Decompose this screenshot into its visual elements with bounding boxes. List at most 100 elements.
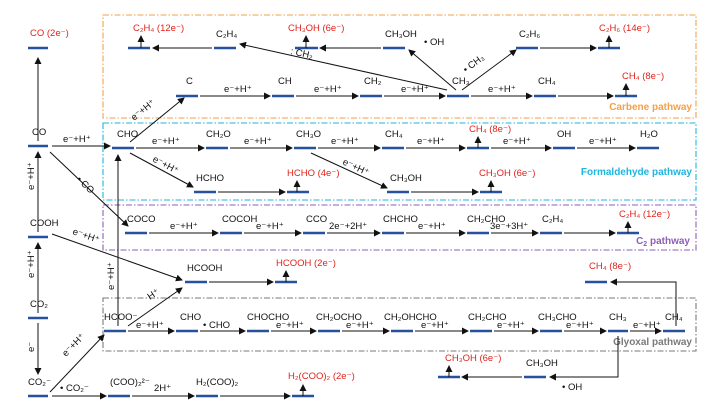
label-oxalic-product: H₂(COO)₂ (2e⁻) — [288, 371, 355, 382]
label-ch3oh-product: CH₃OH (6e⁻) — [288, 23, 344, 34]
step-label: e⁻+H⁺ — [256, 221, 284, 232]
label-c2h4: C₂H₄ — [216, 29, 237, 40]
species-labels: CO (2e⁻) CO COOH CO₂ CO₂⁻ C₂H₄ (12e⁻) C₂… — [28, 23, 683, 388]
label-ch3oh-formaldehyde: CH₃OH — [390, 173, 422, 184]
label-cho-glyoxal: CHO — [180, 312, 201, 323]
arrow — [49, 334, 105, 393]
step-label: e⁻+H⁺ — [63, 134, 91, 145]
label-ch4-carbene: CH₄ — [538, 76, 556, 87]
label-co2-anion: CO₂⁻ — [28, 377, 51, 388]
label-ch4-formaldehyde-product: CH₄ (8e⁻) — [469, 124, 511, 135]
product-stubs — [137, 35, 632, 396]
label-cco: CCO — [306, 214, 327, 225]
label-ch: CH — [278, 76, 292, 87]
label-ch3oh-bottom: CH₃OH — [526, 358, 558, 369]
step-label: 3e⁻+3H⁺ — [490, 221, 528, 232]
label-ch4-glyoxal-product: CH₄ (8e⁻) — [589, 261, 631, 272]
label-oh: OH — [557, 129, 571, 140]
step-label: e⁻+H⁺ — [566, 320, 594, 331]
label-ch4-carbene-product: CH₄ (8e⁻) — [622, 71, 664, 82]
label-c2h4-c2: C₂H₄ — [542, 214, 563, 225]
step-label: e⁻+H⁺ — [418, 221, 446, 232]
step-label: e⁻+H⁺ — [633, 320, 661, 331]
label-cooh: COOH — [30, 218, 59, 229]
step-label-vertical: e⁻ — [26, 342, 37, 352]
step-label: e⁻+H⁺ — [151, 154, 181, 177]
label-coco: COCO — [127, 214, 156, 225]
label-cocoh: COCOH — [222, 214, 258, 225]
arrow — [549, 336, 619, 381]
label-ch3o: CH₃O — [296, 129, 321, 140]
label-c2h6-product: C₂H₆ (14e⁻) — [599, 23, 650, 34]
label-ch2cho-c2: CH₂CHO — [467, 214, 506, 225]
label-ch2ohcho: CH₂OHCHO — [384, 312, 437, 323]
label-hcoo: HCOO⁻ — [104, 312, 138, 323]
glyoxal-pathway-box — [102, 297, 697, 352]
label-hcooh: HCOOH — [187, 263, 223, 274]
label-oxalate: (COO)₂²⁻ — [110, 377, 150, 388]
step-label: e⁻+H⁺ — [60, 331, 87, 359]
arrow — [310, 152, 388, 189]
label-hcho-product: HCHO (4e⁻) — [287, 168, 340, 179]
arrow — [610, 278, 677, 326]
step-label: e⁻+H⁺ — [314, 84, 342, 95]
label-oxalic: H₂(COO)₂ — [196, 377, 239, 388]
label-ch4-glyoxal: CH₄ — [665, 312, 683, 323]
label-ch2: CH₂ — [364, 76, 382, 87]
step-label: e⁻+H⁺ — [331, 136, 359, 147]
arrow — [129, 152, 194, 188]
step-label: • CHO — [203, 320, 230, 331]
label-ch2ocho: CH₂OCHO — [316, 312, 362, 323]
step-label: : CH₂ — [289, 46, 314, 62]
step-label: e⁻+H⁺ — [421, 320, 449, 331]
step-label: e⁻+H⁺ — [129, 97, 157, 123]
step-label-vertical: e⁻+H⁺ — [106, 262, 117, 290]
step-label: e⁻+H⁺ — [276, 320, 304, 331]
step-label: e⁻+H⁺ — [401, 84, 429, 95]
reaction-arrows — [34, 41, 677, 400]
label-ch3oh-bottom-product: CH₃OH (6e⁻) — [445, 353, 501, 364]
arrow — [127, 287, 183, 327]
label-ch3cho: CH₃CHO — [538, 312, 577, 323]
label-c2h4-c2-product: C₂H₄ (12e⁻) — [619, 209, 670, 220]
label-ch3oh-formaldehyde-product: CH₃OH (6e⁻) — [479, 168, 535, 179]
label-co-product: CO (2e⁻) — [30, 28, 69, 39]
step-label: 2e⁻+2H⁺ — [329, 221, 367, 232]
step-label: • OH — [562, 382, 582, 393]
step-label: e⁻+H⁺ — [589, 136, 617, 147]
label-co2: CO₂ — [30, 299, 48, 310]
step-label: e⁻+H⁺ — [170, 221, 198, 232]
step-label: e⁻+H⁺ — [71, 226, 101, 245]
label-c: C — [186, 76, 193, 87]
step-label: e⁻+H⁺ — [224, 84, 252, 95]
label-chocho: CHOCHO — [247, 312, 289, 323]
step-labels: e⁻+H⁺ e⁻+H⁺ e⁻ e⁻+H⁺ e⁻+H⁺ • CO e⁻+H⁺ e⁻… — [26, 37, 661, 394]
arrow — [461, 49, 517, 91]
label-ch2cho-glyoxal: CH₂CHO — [468, 312, 507, 323]
label-ch4-formaldehyde: CH₄ — [385, 129, 403, 140]
label-ch3: CH₃ — [452, 76, 470, 87]
step-label: e⁻+H⁺ — [244, 136, 272, 147]
label-co: CO — [32, 127, 46, 138]
step-label: H⁺ — [146, 287, 162, 303]
step-label: 2H⁺ — [154, 383, 171, 394]
arrow — [129, 97, 185, 143]
formaldehyde-pathway-box — [102, 122, 697, 201]
step-label-vertical: e⁻+H⁺ — [26, 162, 37, 190]
step-label-vertical: e⁻+H⁺ — [26, 250, 37, 278]
step-label: e⁻+H⁺ — [346, 320, 374, 331]
step-label: • CO₂⁻ — [60, 383, 89, 394]
carbene-pathway-title: Carbene pathway — [609, 102, 692, 113]
label-hcooh-product: HCOOH (2e⁻) — [276, 258, 336, 269]
label-c2h4-product: C₂H₄ (12e⁻) — [133, 23, 184, 34]
step-label: • OH — [424, 37, 444, 48]
label-ch3oh-top: CH₃OH — [385, 29, 417, 40]
step-label: e⁻+H⁺ — [503, 136, 531, 147]
label-ch3-glyoxal: CH₃ — [609, 312, 627, 323]
arrow — [408, 49, 457, 91]
label-ch2o: CH₂O — [206, 129, 231, 140]
formaldehyde-pathway-title: Formaldehyde pathway — [581, 167, 693, 178]
step-label: e⁻+H⁺ — [488, 84, 516, 95]
step-label: e⁻+H⁺ — [136, 320, 164, 331]
